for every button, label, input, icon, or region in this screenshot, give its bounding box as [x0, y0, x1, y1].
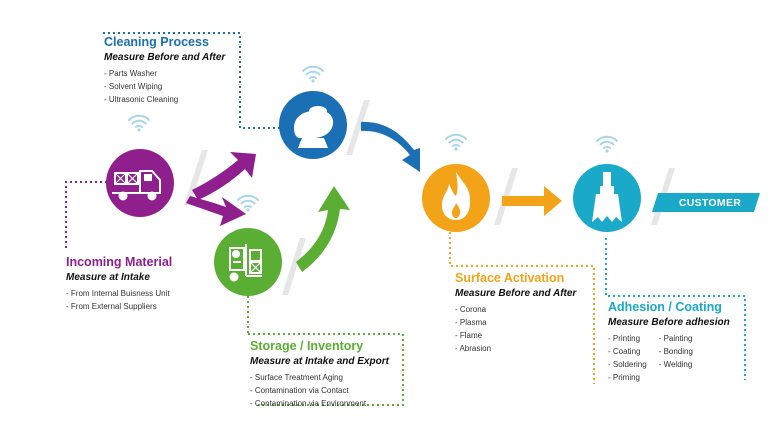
wireless-signal-icon: [596, 135, 618, 154]
adhesion-list-column: - Printing - Coating - Soldering - Primi…: [608, 332, 647, 384]
incoming-to-storage-arrow: [186, 196, 246, 226]
adhesion-coating-node: [573, 164, 641, 232]
forklift-icon: [229, 244, 262, 282]
cleaning-subtitle: Measure Before and After: [104, 52, 226, 63]
list-item: - Contamination via Environment: [250, 399, 367, 408]
surface-label-block: Surface Activation Measure Before and Af…: [455, 271, 576, 355]
cleaning-process-node: [279, 91, 347, 159]
list-item: - From Internal Buisness Unit: [66, 289, 170, 298]
storage-inventory-node: [214, 228, 282, 296]
hand-wiping-icon: [294, 106, 334, 148]
list-item: - Corona: [455, 305, 487, 314]
cleaning-to-surface-arrow: [361, 121, 420, 172]
list-item: - Abrasion: [455, 344, 492, 353]
adhesion-title: Adhesion / Coating: [608, 300, 722, 314]
list-item: - Bonding: [658, 347, 693, 356]
incoming-leader-line: [65, 181, 122, 250]
list-item: - Coating: [608, 347, 641, 356]
incoming-list: - From Internal Buisness Unit - From Ext…: [66, 287, 172, 313]
incoming-title: Incoming Material: [66, 255, 173, 269]
storage-label-block: Storage / Inventory Measure at Intake an…: [250, 339, 389, 410]
surface-title: Surface Activation: [455, 271, 565, 285]
adhesion-label-block: Adhesion / Coating Measure Before adhesi…: [608, 300, 730, 384]
list-item: - Contamination via Contact: [250, 386, 349, 395]
list-item: - Surface Treatment Aging: [250, 373, 343, 382]
storage-to-cleaning-arrow: [296, 186, 350, 272]
list-item: - Plasma: [455, 318, 487, 327]
wireless-signal-icon: [445, 133, 467, 152]
wireless-signal-icon: [128, 114, 150, 133]
adhesion-list-column: - Painting - Bonding - Welding: [659, 332, 693, 384]
list-item: - Priming: [608, 373, 641, 382]
cleaning-label-block: Cleaning Process Measure Before and Afte…: [104, 35, 225, 106]
list-item: - Welding: [658, 360, 693, 369]
surface-to-adhesion-arrow: [502, 186, 562, 216]
list-item: - Printing: [608, 334, 641, 343]
adhesion-list: - Printing - Coating - Soldering - Primi…: [608, 332, 730, 384]
surface-leader-line: [449, 232, 595, 384]
storage-subtitle: Measure at Intake and Export: [250, 356, 389, 367]
delivery-truck-icon: [112, 170, 161, 201]
list-item: - From External Suppliers: [66, 302, 157, 311]
list-item: - Solvent Wiping: [104, 82, 163, 91]
customer-label: CUSTOMER: [678, 197, 742, 209]
incoming-subtitle: Measure at Intake: [66, 272, 150, 283]
incoming-label-block: Incoming Material Measure at Intake - Fr…: [66, 255, 172, 313]
list-item: - Parts Washer: [104, 69, 158, 78]
storage-leader-line: [247, 296, 404, 406]
cleaning-title: Cleaning Process: [104, 35, 209, 49]
list-item: - Soldering: [608, 360, 647, 369]
surface-activation-node: [422, 164, 490, 232]
incoming-to-cleaning-arrow: [192, 152, 256, 200]
incoming-material-node: [106, 149, 174, 217]
storage-title: Storage / Inventory: [250, 339, 364, 353]
list-item: - Painting: [658, 334, 693, 343]
adhesion-subtitle: Measure Before adhesion: [608, 317, 730, 328]
list-item: - Flame: [455, 331, 483, 340]
cleaning-leader-line: [103, 32, 290, 129]
surface-list: - Corona - Plasma - Flame - Abrasion: [455, 303, 576, 355]
surface-subtitle: Measure Before and After: [455, 288, 577, 299]
list-item: - Ultrasonic Cleaning: [104, 95, 179, 104]
storage-list: - Surface Treatment Aging - Contaminatio…: [250, 371, 389, 410]
flame-icon: [441, 172, 471, 220]
wireless-signal-icon: [302, 65, 324, 84]
customer-banner: [652, 193, 760, 212]
wireless-signal-icon: [237, 194, 259, 213]
paint-brush-icon: [592, 172, 622, 222]
cleaning-list: - Parts Washer - Solvent Wiping - Ultras…: [104, 67, 225, 106]
